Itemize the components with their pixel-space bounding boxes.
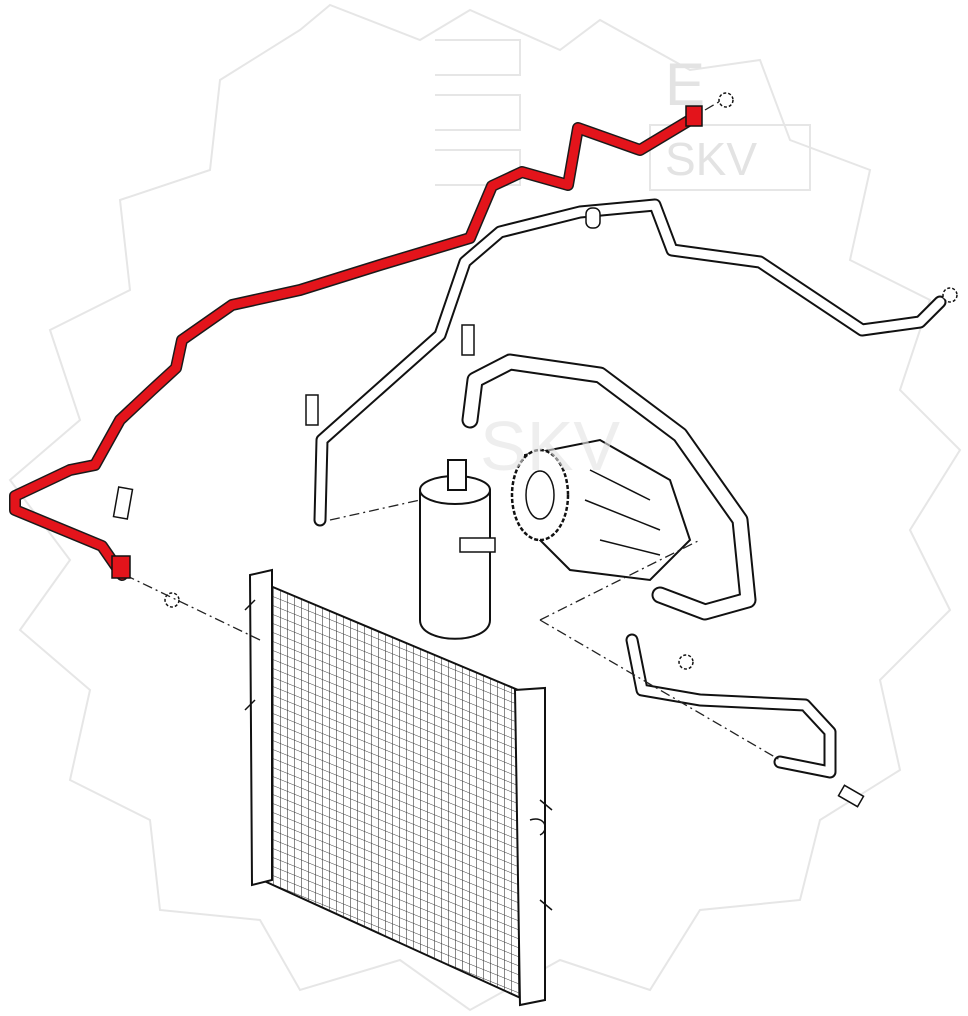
bolts bbox=[112, 92, 958, 808]
watermark-brand: SKV bbox=[665, 133, 757, 185]
highlighted-ac-pipe bbox=[9, 105, 703, 581]
watermark-gear-outline bbox=[8, 3, 962, 1012]
watermark-box bbox=[649, 124, 811, 191]
discharge-hose bbox=[461, 353, 757, 621]
liquid-pipe bbox=[625, 633, 837, 779]
watermark-logo-e bbox=[435, 39, 521, 186]
compressor bbox=[510, 438, 692, 582]
receiver-drier bbox=[419, 459, 496, 640]
watermark-brand-center: SKV bbox=[480, 407, 620, 485]
condenser bbox=[244, 568, 553, 1007]
suction-pipe bbox=[313, 198, 947, 527]
leader-lines bbox=[124, 99, 781, 761]
